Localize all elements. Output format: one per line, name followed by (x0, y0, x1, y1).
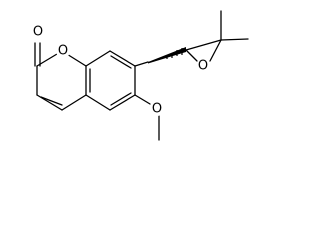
epoxide-oxygen-label: O (198, 59, 208, 74)
bond-c3p-o (209, 39, 222, 62)
atom-carbonyl-oxygen: O (33, 25, 43, 40)
bond-c2p-c3p (185, 39, 222, 51)
atom-ring-oxygen: O (56, 44, 70, 59)
carbonyl-group (34, 42, 41, 67)
bond-c3p-methyl-right (220, 38, 249, 41)
bond-c3-c4-inner (40, 96, 63, 106)
gem-dimethyl (220, 10, 249, 41)
side-chain (134, 61, 149, 67)
bond-c8-c8a (85, 50, 111, 67)
methoxy-group (134, 94, 160, 141)
methoxy-oxygen-label: O (152, 102, 162, 117)
ring-oxygen-label: O (58, 44, 68, 59)
bond-c2p-o (185, 49, 198, 62)
bond-c5-c6-inner (110, 92, 132, 106)
hashed-wedge-bond (166, 48, 183, 59)
bond-c7-c8 (109, 50, 136, 67)
bond-c7-o (134, 94, 151, 105)
bond-c4a-c5 (85, 94, 111, 111)
atom-methoxy-oxygen: O (150, 102, 164, 117)
benzene-ring (85, 50, 136, 111)
bond-c4-c4a (61, 94, 87, 111)
coumarin-lactone-ring (36, 50, 87, 111)
atom-epoxide-oxygen: O (196, 59, 210, 74)
chemical-structure: O O O O (33, 10, 249, 141)
bond-c7-c8-inner (110, 55, 132, 69)
carbonyl-oxygen-label: O (33, 25, 43, 40)
bond-c8-ch2 (134, 61, 149, 67)
epoxide-ring (185, 39, 222, 62)
bond-c5-c6 (109, 94, 136, 111)
